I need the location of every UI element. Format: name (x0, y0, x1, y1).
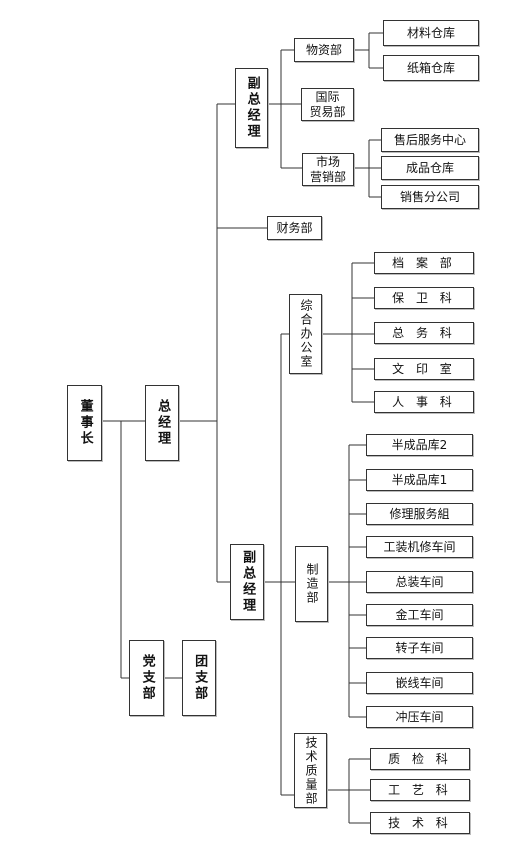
security-section-box: 保 卫 科 (374, 287, 474, 309)
repair-service-group-box: 修理服务組 (366, 503, 473, 525)
general-affairs-section-box: 总 务 科 (374, 322, 474, 344)
archives-dept-box: 档 案 部 (374, 252, 474, 274)
after-sales-center-box: 售后服务中心 (381, 128, 479, 152)
general-manager-box: 总经理 (145, 385, 179, 461)
process-section-box: 工 艺 科 (370, 779, 470, 801)
party-branch-box: 党支部 (129, 640, 164, 716)
rotor-workshop-box: 转子车间 (366, 637, 473, 659)
semi-finished-warehouse-2-box: 半成品库2 (366, 434, 473, 456)
finance-dept-box: 财务部 (267, 216, 322, 240)
stamping-workshop-box: 冲压车间 (366, 706, 473, 728)
vice-gm-1-box: 副总经理 (235, 68, 268, 148)
winding-workshop-box: 嵌线车间 (366, 672, 473, 694)
hr-section-box: 人 事 科 (374, 391, 474, 413)
sales-branch-box: 销售分公司 (381, 185, 479, 209)
general-office-box: 综合办公室 (289, 294, 322, 374)
chairman-box: 董事长 (67, 385, 102, 461)
manufacturing-dept-box: 制造部 (295, 546, 328, 622)
print-room-box: 文 印 室 (374, 358, 474, 380)
marketing-dept-box: 市场 营销部 (302, 153, 354, 186)
tech-quality-dept-box: 技术质量部 (294, 733, 327, 808)
tooling-repair-workshop-box: 工装机修车间 (366, 536, 473, 558)
metalwork-workshop-box: 金工车间 (366, 604, 473, 626)
intl-trade-dept-box: 国际 贸易部 (301, 88, 354, 121)
material-warehouse-box: 材料仓库 (383, 20, 479, 46)
vice-gm-2-box: 副总经理 (230, 544, 264, 620)
finished-goods-warehouse-box: 成品仓库 (381, 156, 479, 180)
assembly-workshop-box: 总装车间 (366, 571, 473, 593)
technology-section-box: 技 术 科 (370, 812, 470, 834)
carton-warehouse-box: 纸箱仓库 (383, 55, 479, 81)
semi-finished-warehouse-1-box: 半成品库1 (366, 469, 473, 491)
youth-league-box: 团支部 (182, 640, 216, 716)
materials-dept-box: 物资部 (294, 38, 354, 62)
quality-inspection-section-box: 质 检 科 (370, 748, 470, 770)
